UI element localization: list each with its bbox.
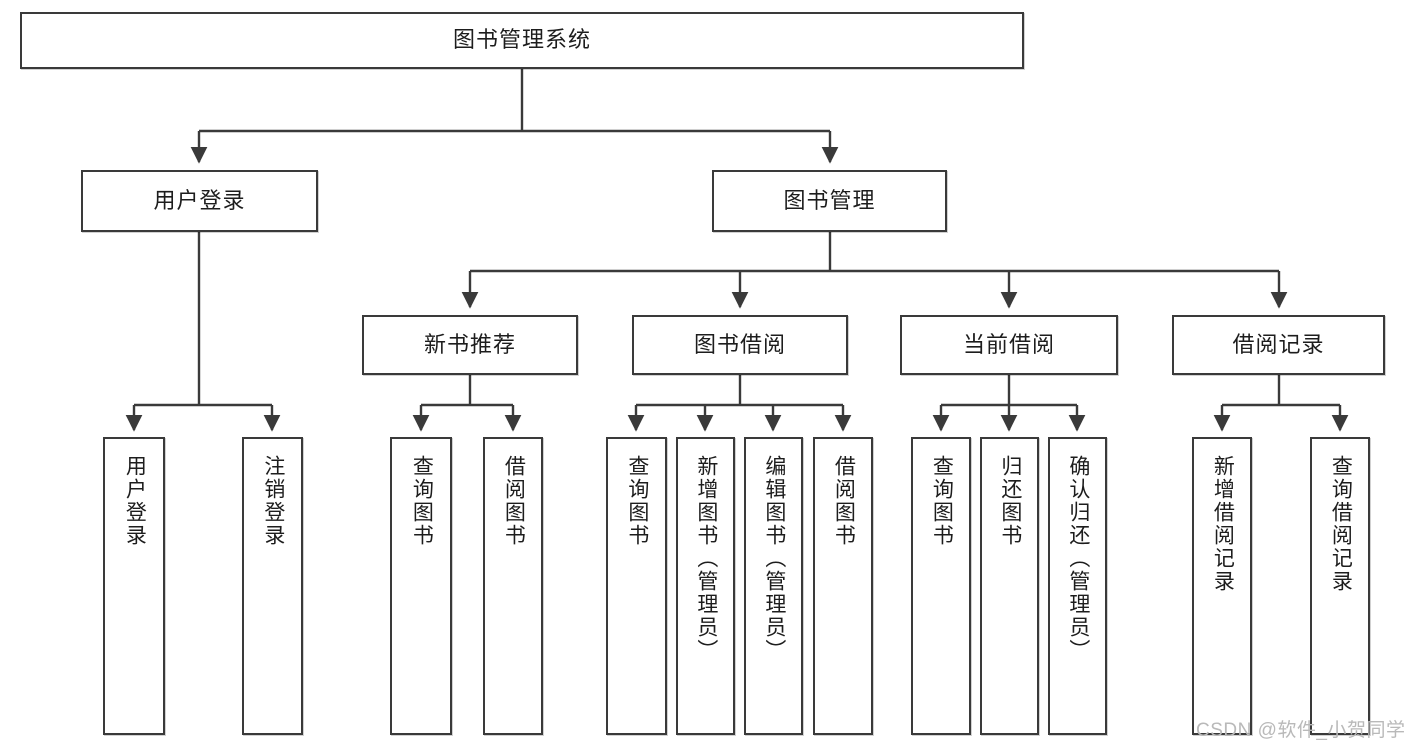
leaf-new-book-query[interactable]: 查询图书 [390, 437, 452, 735]
node-user-login[interactable]: 用户登录 [81, 170, 318, 232]
node-label: 图书管理 [783, 187, 876, 213]
node-borrow-record[interactable]: 借阅记录 [1172, 315, 1385, 375]
leaf-book-borrow-query[interactable]: 查询图书 [606, 437, 667, 735]
node-book-management[interactable]: 图书管理 [712, 170, 947, 232]
node-label: 用户登录 [153, 187, 246, 213]
leaf-book-borrow-edit[interactable]: 编辑图书（管理员） [744, 437, 803, 735]
node-root-system[interactable]: 图书管理系统 [20, 12, 1024, 69]
node-label: 新书推荐 [423, 331, 516, 357]
node-label: 新增借阅记录 [1211, 455, 1235, 593]
node-label: 图书借阅 [693, 331, 786, 357]
node-label: 当前借阅 [962, 331, 1055, 357]
node-label: 编辑图书（管理员） [762, 455, 786, 662]
node-label: 用户登录 [123, 455, 147, 547]
leaf-current-borrow-return[interactable]: 归还图书 [980, 437, 1039, 735]
leaf-book-borrow-add[interactable]: 新增图书（管理员） [676, 437, 735, 735]
leaf-user-login-logout[interactable]: 注销登录 [242, 437, 303, 735]
node-label: 查询图书 [930, 455, 954, 547]
node-label: 图书管理系统 [452, 27, 591, 53]
leaf-borrow-record-query[interactable]: 查询借阅记录 [1310, 437, 1370, 735]
node-label: 新增图书（管理员） [694, 455, 718, 662]
node-book-borrow[interactable]: 图书借阅 [632, 315, 848, 375]
node-label: 借阅记录 [1232, 331, 1325, 357]
leaf-current-borrow-confirm-return[interactable]: 确认归还（管理员） [1048, 437, 1107, 735]
node-label: 查询图书 [410, 455, 434, 547]
node-label: 注销登录 [261, 455, 285, 547]
leaf-borrow-record-add[interactable]: 新增借阅记录 [1192, 437, 1252, 735]
node-label: 查询借阅记录 [1329, 455, 1353, 593]
leaf-current-borrow-query[interactable]: 查询图书 [911, 437, 971, 735]
node-current-borrow[interactable]: 当前借阅 [900, 315, 1118, 375]
node-label: 借阅图书 [502, 455, 526, 547]
node-label: 归还图书 [998, 455, 1022, 547]
leaf-user-login-login[interactable]: 用户登录 [103, 437, 165, 735]
leaf-book-borrow-borrow[interactable]: 借阅图书 [813, 437, 873, 735]
csdn-watermark: CSDN @软件_小贺同学 [1196, 720, 1405, 741]
node-new-book-recommend[interactable]: 新书推荐 [362, 315, 578, 375]
node-label: 借阅图书 [832, 455, 856, 547]
leaf-new-book-borrow[interactable]: 借阅图书 [483, 437, 543, 735]
node-label: 查询图书 [625, 455, 649, 547]
node-label: 确认归还（管理员） [1066, 455, 1090, 662]
